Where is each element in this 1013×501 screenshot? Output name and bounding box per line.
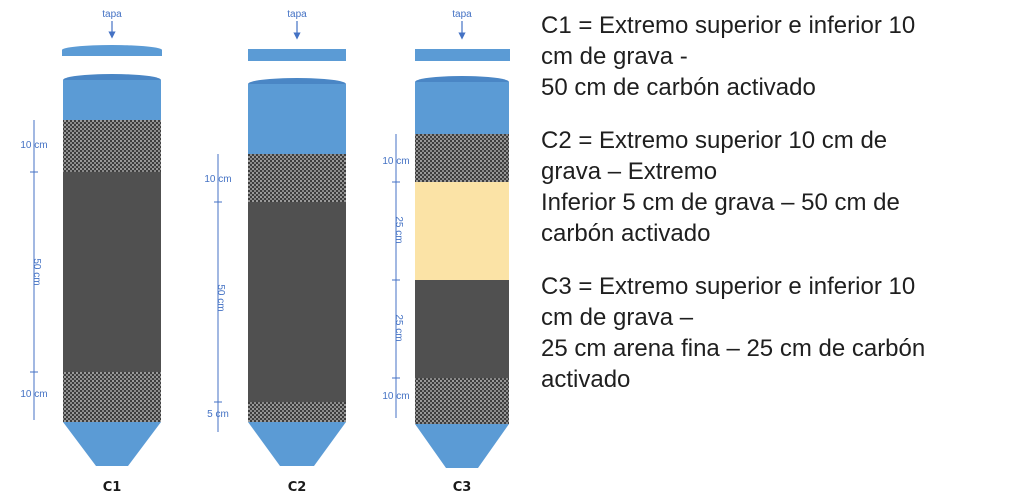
dimension-label: 50 cm <box>31 258 42 285</box>
column-label: C3 <box>453 480 472 495</box>
legend-line: C3 = Extremo superior e inferior 10 <box>541 273 916 300</box>
legend-line: carbón activado <box>541 220 711 247</box>
legend-item-c3: C3 = Extremo superior e inferior 10 cm d… <box>541 271 1007 395</box>
dimension-label: 10 cm <box>382 391 409 402</box>
legend-line: C1 = Extremo superior e inferior 10 <box>541 12 916 39</box>
lid <box>248 49 346 61</box>
dimension-label: 25 cm <box>393 314 404 341</box>
carbon-layer <box>248 202 346 402</box>
legend-line: 50 cm de carbón activado <box>541 74 816 101</box>
legend-line: activado <box>541 366 631 393</box>
dimension-label: 10 cm <box>204 174 231 185</box>
lid <box>62 50 162 56</box>
dimension-label: 5 cm <box>207 409 229 420</box>
legend-line: cm de grava – <box>541 304 694 331</box>
column-label: C2 <box>288 480 307 495</box>
cone-outlet <box>63 422 161 466</box>
legend-line: 25 cm arena fina – 25 cm de carbón <box>541 335 926 362</box>
legend-line: C2 = Extremo superior 10 cm de <box>541 127 888 154</box>
dimension-label: 10 cm <box>20 389 47 400</box>
dimension-label: 10 cm <box>20 140 47 151</box>
legend-item-c2: C2 = Extremo superior 10 cm de grava – E… <box>541 125 1007 249</box>
water-layer <box>415 82 509 134</box>
lid-label: tapa <box>452 9 472 20</box>
gravel-layer <box>63 372 161 422</box>
water-layer <box>248 84 346 154</box>
column-c1: tapa 10 cm 50 cm 10 cm C1 <box>20 9 162 495</box>
carbon-layer <box>63 172 161 372</box>
dimension-label: 25 cm <box>393 216 404 243</box>
gravel-layer <box>248 402 346 422</box>
lid-label: tapa <box>102 9 122 20</box>
cone-outlet <box>248 422 346 466</box>
sand-layer <box>415 182 509 280</box>
cone-outlet <box>415 424 509 468</box>
legend-line: Inferior 5 cm de grava – 50 cm de <box>541 189 900 216</box>
legend: C1 = Extremo superior e inferior 10 cm d… <box>541 10 1007 417</box>
dimension-label: 50 cm <box>215 284 226 311</box>
dimension-label: 10 cm <box>382 156 409 167</box>
legend-line: cm de grava - <box>541 43 688 70</box>
gravel-layer <box>415 378 509 424</box>
gravel-layer <box>415 134 509 182</box>
legend-line: grava – Extremo <box>541 158 718 185</box>
column-label: C1 <box>103 480 122 495</box>
water-layer <box>63 80 161 120</box>
column-c3: tapa 10 cm 25 cm 25 cm 10 cm C3 <box>382 9 510 495</box>
carbon-layer <box>415 280 509 378</box>
legend-item-c1: C1 = Extremo superior e inferior 10 cm d… <box>541 10 1007 103</box>
gravel-layer <box>248 154 346 202</box>
lid <box>415 49 510 61</box>
lid-label: tapa <box>287 9 307 20</box>
gravel-layer <box>63 120 161 172</box>
column-c2: tapa 10 cm 50 cm 5 cm C2 <box>204 9 346 495</box>
